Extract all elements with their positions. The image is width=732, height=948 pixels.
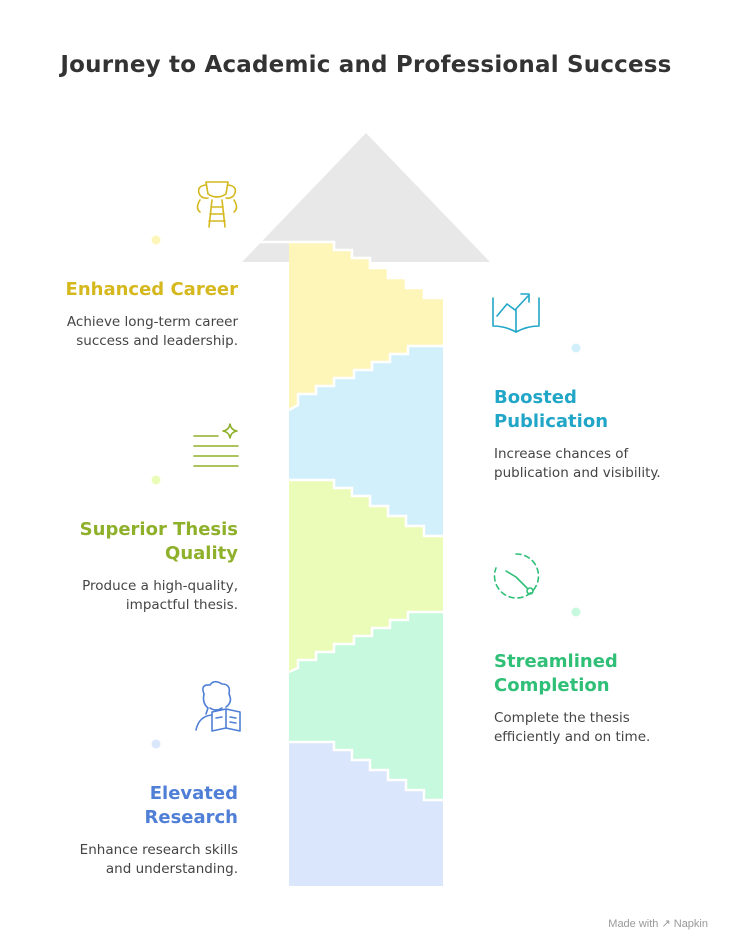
step-heading-boosted-publication: Boosted Publication [494, 387, 609, 432]
marker-dot [151, 739, 161, 749]
page-title: Journey to Academic and Professional Suc… [60, 52, 672, 78]
step-heading-superior-thesis: Superior Thesis Quality [79, 519, 238, 564]
step-heading-enhanced-career: Enhanced Career [65, 279, 238, 300]
step-heading-streamlined-completion: Streamlined Completion [494, 651, 618, 696]
trophy-ladder-icon [196, 181, 238, 228]
stair-segment-boosted-publication [289, 346, 443, 536]
stair-segment-superior-thesis [289, 480, 443, 672]
arrow-head [242, 133, 490, 262]
step-description-elevated-research: Enhance research skills and understandin… [79, 842, 238, 877]
step-description-boosted-publication: Increase chances of publication and visi… [494, 446, 661, 481]
book-growth-icon [492, 293, 540, 333]
timer-icon [493, 553, 540, 599]
text-sparkle-icon [193, 423, 239, 467]
person-reading-icon [195, 680, 241, 732]
napkin-watermark: Made with ↗ Napkin [608, 918, 708, 930]
step-description-superior-thesis: Produce a high-quality, impactful thesis… [82, 578, 238, 613]
step-description-streamlined-completion: Complete the thesis efficiently and on t… [494, 710, 651, 745]
step-description-enhanced-career: Achieve long-term career success and lea… [66, 314, 238, 349]
stair-segment-elevated-research [289, 742, 443, 886]
step-heading-elevated-research: Elevated Research [144, 783, 239, 828]
stair-segment-streamlined-completion [289, 612, 443, 800]
stair-segment-enhanced-career [250, 242, 443, 410]
marker-dot [151, 475, 161, 485]
marker-dot [151, 235, 161, 245]
marker-dot [571, 343, 581, 353]
marker-dot [571, 607, 581, 617]
